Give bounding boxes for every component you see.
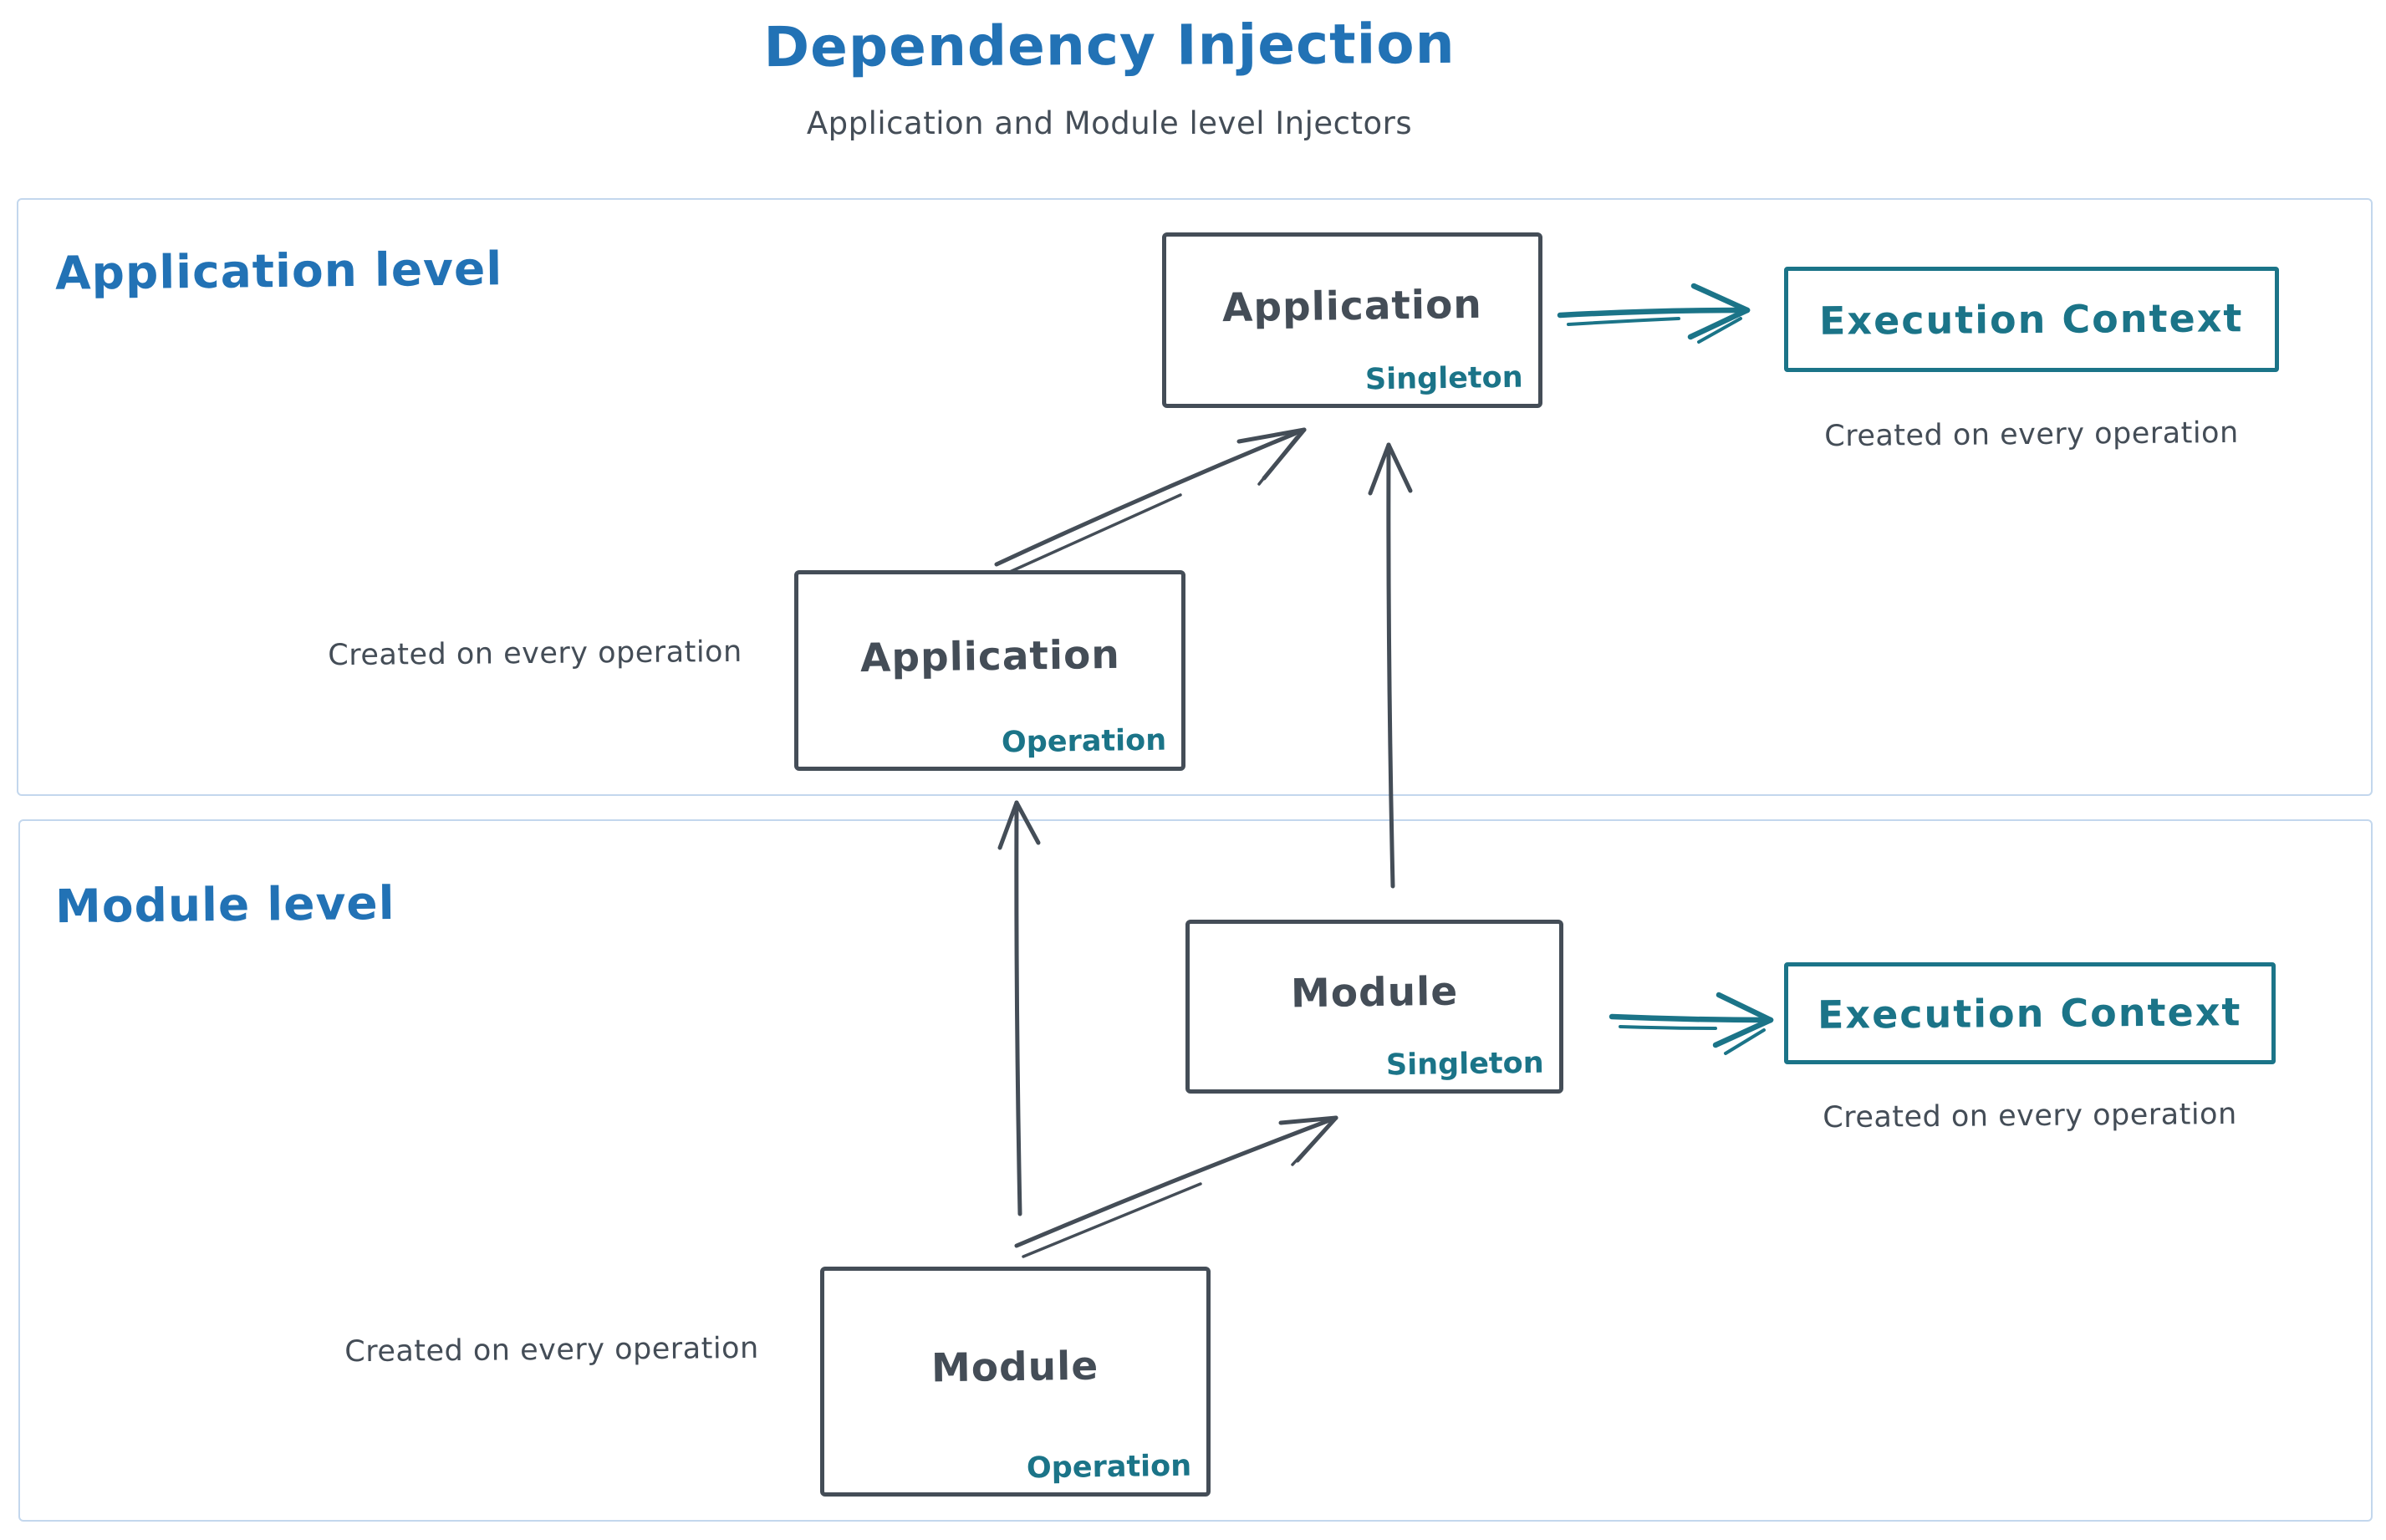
module-operation-scope: Operation (1026, 1449, 1192, 1486)
application-level-section (17, 198, 2373, 796)
application-singleton-scope: Singleton (1365, 360, 1524, 397)
module-singleton-box: Module Singleton (1185, 920, 1563, 1094)
application-singleton-box: Application Singleton (1162, 232, 1542, 408)
application-operation-name: Application (859, 631, 1120, 681)
application-operation-caption: Created on every operation (328, 635, 742, 673)
application-singleton-name: Application (1221, 281, 1483, 331)
module-singleton-name: Module (1290, 968, 1459, 1017)
application-level-label: Application level (54, 242, 503, 300)
module-execution-context-label: Execution Context (1818, 989, 2242, 1038)
module-operation-caption: Created on every operation (344, 1331, 759, 1369)
module-operation-name: Module (931, 1343, 1099, 1392)
application-operation-box: Application Operation (794, 570, 1185, 771)
module-level-label: Module level (54, 875, 395, 934)
application-execution-context-caption: Created on every operation (1824, 416, 2239, 454)
application-execution-context-label: Execution Context (1819, 295, 2244, 344)
application-operation-scope: Operation (1001, 723, 1167, 760)
page-title: Dependency Injection (763, 11, 1456, 80)
module-level-section (18, 819, 2373, 1522)
application-execution-context-box: Execution Context (1784, 267, 2279, 372)
page-subtitle: Application and Module level Injectors (806, 105, 1413, 141)
module-singleton-scope: Singleton (1386, 1046, 1545, 1083)
module-operation-box: Module Operation (820, 1267, 1211, 1497)
module-execution-context-box: Execution Context (1784, 962, 2276, 1064)
module-execution-context-caption: Created on every operation (1823, 1097, 2237, 1135)
